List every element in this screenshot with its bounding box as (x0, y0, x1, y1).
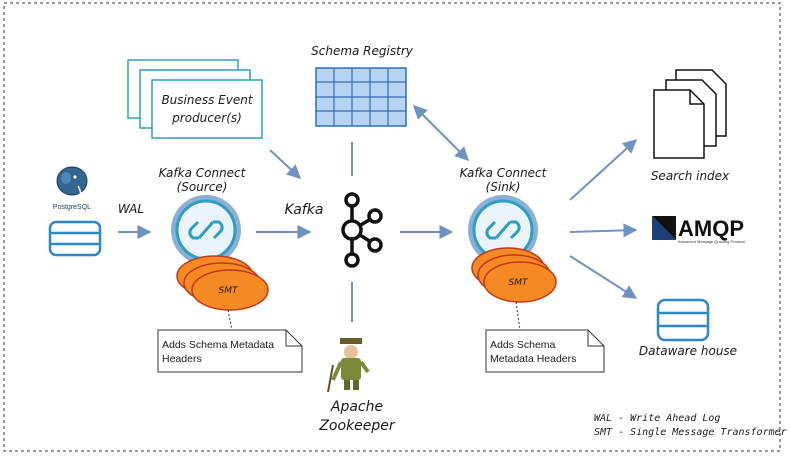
kafka-logo-icon (341, 192, 383, 268)
source-note: Adds Schema Metadata Headers (157, 309, 303, 373)
kafka-label: Kafka (285, 202, 324, 218)
amqp-node: AMQP Advanced Message Queuing Protocol (652, 216, 745, 244)
wal-edge-label: WAL (118, 202, 144, 216)
connect-sink-title: Kafka Connect (460, 166, 548, 180)
legend-wal: WAL - Write Ahead Log (594, 413, 720, 424)
postgresql-elephant-icon (56, 166, 88, 201)
edge-sink-to-amqp (569, 223, 638, 238)
source-note-line-1: Adds Schema Metadata (162, 339, 274, 351)
edges (118, 105, 638, 322)
smt-source-label: SMT (219, 286, 239, 296)
connect-sink-subtitle: (Sink) (486, 180, 521, 194)
edge-sink-to-search (569, 139, 638, 201)
edge-producer-to-kafka (269, 149, 302, 179)
business-producer-label-1: Business Event (161, 93, 253, 107)
database-icon (656, 298, 710, 342)
smt-source-node: SMT (176, 255, 269, 311)
smt-sink-node: SMT (471, 247, 557, 303)
legend: WAL - Write Ahead Log SMT - Single Messa… (594, 413, 787, 438)
zookeeper-node: Apache Zookeeper (318, 338, 396, 434)
kafka-connect-sink-node: Kafka Connect (Sink) (460, 166, 548, 265)
zookeeper-label-1: Apache (330, 399, 383, 415)
search-index-label: Search index (651, 169, 730, 183)
connect-source-subtitle: (Source) (177, 180, 228, 194)
connect-link-icon (188, 220, 224, 240)
search-index-node: Search index (651, 69, 730, 183)
sink-note-line-1: Adds Schema (490, 339, 556, 351)
sink-note: Adds Schema Metadata Headers (485, 301, 605, 373)
kafka-node: Kafka (285, 192, 383, 268)
smt-sink-label: SMT (509, 278, 529, 288)
edge-registry-sink (413, 105, 469, 161)
schema-registry-label: Schema Registry (311, 44, 414, 58)
connect-link-icon (485, 220, 521, 240)
dataware-house-label: Dataware house (639, 344, 737, 358)
amqp-logo-icon (652, 216, 676, 240)
kafka-connect-source-node: Kafka Connect (Source) (159, 166, 247, 265)
amqp-logo-text: AMQP (678, 216, 744, 241)
business-producer-node: Business Event producer(s) (127, 59, 263, 139)
sink-note-line-2: Metadata Headers (490, 353, 576, 365)
legend-smt: SMT - Single Message Transformer (594, 427, 787, 438)
documents-icon (653, 69, 727, 159)
source-note-line-2: Headers (162, 353, 202, 365)
business-producer-label-2: producer(s) (171, 111, 242, 125)
dataware-house-node: Dataware house (639, 298, 737, 358)
edge-sink-to-dataware (569, 255, 638, 299)
schema-registry-node: Schema Registry (311, 44, 414, 127)
postgresql-node: PostgreSQL (48, 166, 102, 257)
connect-source-title: Kafka Connect (159, 166, 247, 180)
postgresql-database-icon (48, 220, 102, 257)
postgresql-logo-text: PostgreSQL (53, 204, 91, 211)
zookeeper-mascot-icon (327, 338, 370, 393)
amqp-tagline: Advanced Message Queuing Protocol (678, 239, 745, 244)
zookeeper-label-2: Zookeeper (318, 418, 396, 434)
